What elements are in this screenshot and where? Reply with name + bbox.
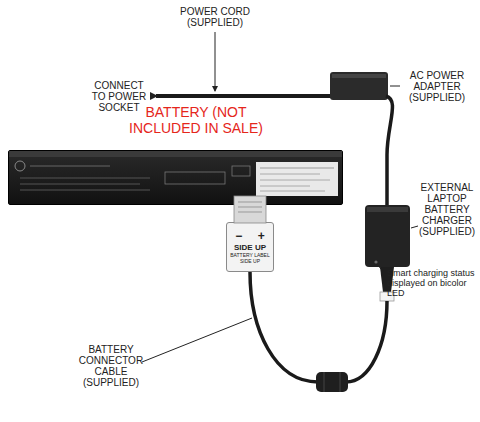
sticker-line (260, 186, 310, 187)
sticker-line (260, 180, 330, 181)
charger-highlight (367, 207, 408, 212)
sticker-line (260, 174, 320, 175)
battery-print (20, 178, 150, 179)
recycle-icons (165, 172, 225, 184)
callout-label: Smart charging status displayed on bicol… (387, 268, 479, 298)
callout-label: CONNECT TO POWER SOCKET (88, 80, 150, 113)
battery-print (30, 166, 110, 167)
battery-sticker (256, 162, 338, 196)
part-heading: BATTERY (NOT INCLUDED IN SALE) (121, 104, 271, 136)
brand-logo (15, 161, 25, 171)
callout-label: POWER CORD (SUPPLIED) (175, 6, 255, 28)
sticker-line (260, 168, 334, 169)
li-ion-mark (232, 166, 250, 176)
callout-label: AC POWER ADAPTER (SUPPLIED) (402, 70, 472, 103)
leader-line (142, 318, 252, 362)
orientation-note: BATTERY LABEL SIDE UP (228, 252, 272, 264)
ac-adapter (330, 72, 388, 100)
leader-line (215, 32, 216, 91)
sticker-line (260, 191, 325, 192)
plug-ridge (238, 202, 262, 203)
plug-ridge (238, 212, 262, 213)
battery-print (20, 184, 140, 185)
leader-line (411, 226, 418, 228)
plug-insert (234, 196, 266, 223)
callout-label: EXTERNAL LAPTOP BATTERY CHARGER (SUPPLIE… (416, 182, 478, 237)
plug-ridge (238, 207, 262, 208)
polarity-mark: − + (228, 230, 272, 243)
ferrite-core (316, 372, 348, 392)
orientation-text: SIDE UP (228, 243, 272, 252)
connector-cable (346, 301, 387, 382)
battery-top-edge (9, 151, 342, 157)
external-charger (365, 205, 410, 267)
adapter-highlight (332, 74, 386, 78)
bicolor-led (374, 260, 377, 263)
power-cord (156, 94, 332, 98)
connector-cable (250, 272, 318, 382)
callout-label: BATTERY CONNECTOR CABLE (SUPPLIED) (76, 344, 146, 388)
leader-line (390, 86, 400, 87)
ferrite-groove (324, 372, 325, 392)
laptop-battery: BATTERY (NOT INCLUDED IN SALE) (8, 150, 343, 205)
battery-print (20, 190, 150, 191)
battery-connector: − +SIDE UPBATTERY LABEL SIDE UP (226, 222, 274, 272)
dc-cable (386, 96, 392, 205)
ferrite-groove (340, 372, 341, 392)
